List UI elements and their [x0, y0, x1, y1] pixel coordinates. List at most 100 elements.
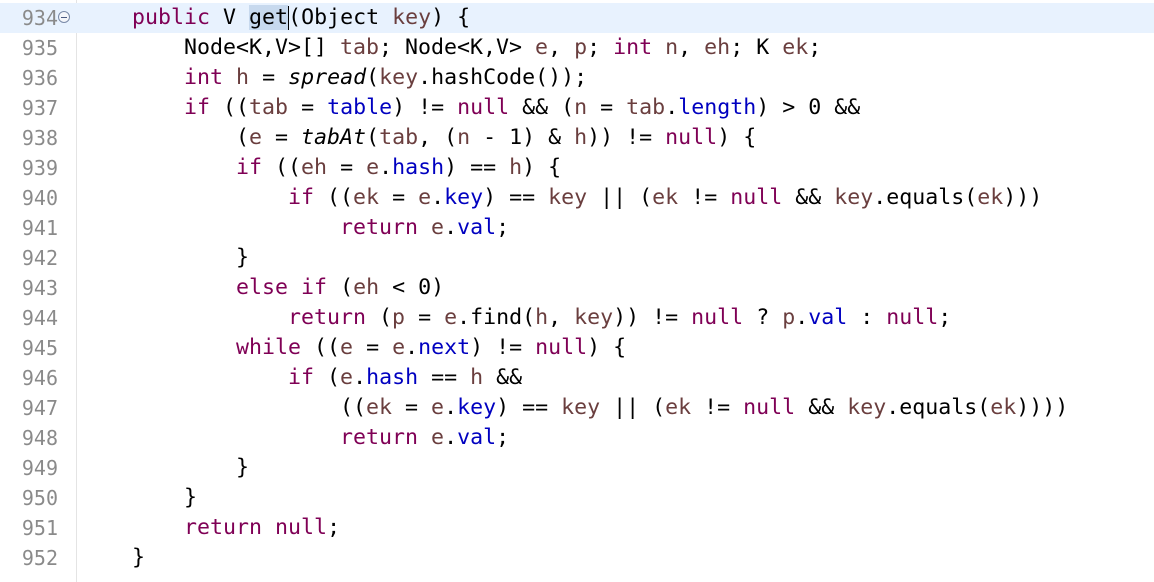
- keyword-token: null: [691, 305, 744, 330]
- field-token: length: [678, 95, 757, 120]
- variable-token: p: [782, 305, 796, 330]
- variable-token: tab: [626, 95, 666, 120]
- code-token: (: [80, 125, 250, 150]
- code-token: [80, 155, 236, 180]
- collapse-minus-icon[interactable]: [58, 11, 70, 23]
- variable-token: e: [340, 365, 354, 390]
- code-line[interactable]: 941 return e.val;: [0, 213, 1154, 243]
- code-token: ) {: [431, 5, 471, 30]
- code-text: while ((e = e.next) != null) {: [80, 333, 626, 363]
- code-token: ;: [496, 425, 510, 450]
- keyword-token: return: [340, 425, 419, 450]
- keyword-token: if: [184, 95, 211, 120]
- keyword-token: int: [613, 35, 653, 60]
- code-line[interactable]: 940 if ((ek = e.key) == key || (ek != nu…: [0, 183, 1154, 213]
- field-token: key: [444, 185, 484, 210]
- variable-token: key: [548, 185, 588, 210]
- keyword-token: public: [132, 5, 211, 30]
- code-token: .: [444, 215, 458, 240]
- code-token: ;: [808, 35, 822, 60]
- variable-token: p: [392, 305, 406, 330]
- code-token: || (: [600, 395, 666, 420]
- field-token: hash: [366, 365, 419, 390]
- keyword-token: else: [236, 275, 289, 300]
- line-number: 941: [21, 216, 58, 240]
- code-token: !=: [691, 395, 744, 420]
- code-token: .find(: [457, 305, 536, 330]
- code-text: ((ek = e.key) == key || (ek != null && k…: [80, 393, 1068, 423]
- code-text: }: [80, 483, 197, 513]
- code-text: }: [80, 453, 249, 483]
- code-token: }: [80, 455, 250, 480]
- line-number: 951: [21, 516, 58, 540]
- keyword-token: null: [743, 395, 796, 420]
- field-token: val: [808, 305, 848, 330]
- code-line[interactable]: 952 }: [0, 543, 1154, 573]
- code-token: && (: [509, 95, 575, 120]
- code-token: [80, 215, 340, 240]
- code-token: .equals(: [886, 395, 991, 420]
- code-line[interactable]: 942 }: [0, 243, 1154, 273]
- code-line[interactable]: 948 return e.val;: [0, 423, 1154, 453]
- code-token: (: [327, 275, 354, 300]
- code-text: return null;: [80, 513, 340, 543]
- field-token: hash: [392, 155, 445, 180]
- keyword-token: if: [236, 155, 263, 180]
- code-line[interactable]: 936 int h = spread(key.hashCode());: [0, 63, 1154, 93]
- code-token: [80, 275, 236, 300]
- variable-token: eh: [353, 275, 380, 300]
- code-token: ) {: [717, 125, 757, 150]
- code-line[interactable]: 938 (e = tabAt(tab, (n - 1) & h)) != nul…: [0, 123, 1154, 153]
- keyword-token: return: [288, 305, 367, 330]
- code-line[interactable]: 951 return null;: [0, 513, 1154, 543]
- code-token: [80, 5, 132, 30]
- code-line[interactable]: 949 }: [0, 453, 1154, 483]
- code-token: ?: [743, 305, 783, 330]
- line-number: 939: [21, 156, 58, 180]
- code-text: Node<K,V>[] tab; Node<K,V> e, p; int n, …: [80, 33, 821, 63]
- field-token: val: [457, 215, 497, 240]
- code-token: }: [80, 245, 250, 270]
- code-token: ;: [587, 35, 614, 60]
- field-token: key: [457, 395, 497, 420]
- variable-token: e: [444, 305, 458, 330]
- variable-token: ek: [782, 35, 809, 60]
- code-line[interactable]: 935 Node<K,V>[] tab; Node<K,V> e, p; int…: [0, 33, 1154, 63]
- code-token: =: [392, 395, 432, 420]
- code-line[interactable]: 945 while ((e = e.next) != null) {: [0, 333, 1154, 363]
- line-number: 936: [21, 66, 58, 90]
- code-line[interactable]: 944 return (p = e.find(h, key)) != null …: [0, 303, 1154, 333]
- code-token: [80, 365, 288, 390]
- code-line[interactable]: 950 }: [0, 483, 1154, 513]
- code-line[interactable]: 947 ((ek = e.key) == key || (ek != null …: [0, 393, 1154, 423]
- code-token: [80, 65, 184, 90]
- code-line[interactable]: 943 else if (eh < 0): [0, 273, 1154, 303]
- code-token: ) !=: [392, 95, 458, 120]
- code-token: &&: [795, 395, 848, 420]
- code-text: if ((eh = e.hash) == h) {: [80, 153, 561, 183]
- line-number: 942: [21, 246, 58, 270]
- keyword-token: if: [301, 275, 328, 300]
- code-token: ; K: [730, 35, 783, 60]
- code-line[interactable]: 937 if ((tab = table) != null && (n = ta…: [0, 93, 1154, 123]
- code-text: if ((ek = e.key) == key || (ek != null &…: [80, 183, 1042, 213]
- variable-token: ek: [977, 185, 1004, 210]
- line-number: 934: [21, 6, 58, 30]
- code-line[interactable]: 939 if ((eh = e.hash) == h) {: [0, 153, 1154, 183]
- code-line[interactable]: 946 if (e.hash == h &&: [0, 363, 1154, 393]
- keyword-token: if: [288, 365, 315, 390]
- line-number-gutter[interactable]: [0, 0, 77, 582]
- variable-token: key: [847, 395, 887, 420]
- code-token: ,: [548, 305, 575, 330]
- line-number: 950: [21, 486, 58, 510]
- code-text: return e.val;: [80, 213, 509, 243]
- code-token: [418, 215, 431, 240]
- code-line-current[interactable]: 934 public V get(Object key) {: [0, 3, 1154, 33]
- variable-token: tab: [249, 95, 289, 120]
- code-token: [80, 185, 288, 210]
- keyword-token: int: [184, 65, 224, 90]
- variable-token: key: [379, 65, 419, 90]
- variable-token: e: [431, 215, 445, 240]
- variable-token: p: [574, 35, 588, 60]
